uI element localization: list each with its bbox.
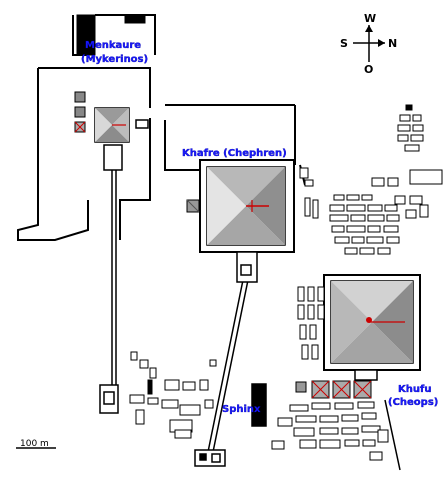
- mastaba-field-east: [304, 169, 443, 255]
- scale-label: 100 m: [20, 439, 49, 449]
- khafre-west-ruins: [299, 167, 314, 187]
- label-sphinx: Sphinx: [222, 404, 261, 415]
- enclosure-walls: [17, 14, 306, 241]
- khufu-pyramid: [330, 280, 414, 364]
- menkaure-temple: [103, 119, 149, 171]
- menkaure-valley-temple: [99, 384, 119, 414]
- compass-north: N: [388, 37, 397, 50]
- khafre-mortuary-temple: [236, 251, 258, 283]
- khafre-pyramid: [206, 166, 286, 246]
- mastaba-field-west-khufu: [297, 286, 325, 360]
- central-field-ruins: [129, 351, 217, 439]
- causeways: [111, 170, 401, 471]
- label-khufu-alt: (Cheops): [388, 397, 438, 408]
- label-khufu: Khufu: [398, 384, 431, 395]
- compass-south: S: [340, 37, 348, 50]
- khufu-mortuary-temple: [354, 369, 378, 381]
- compass-east: O: [364, 63, 373, 76]
- mastaba-field-south: [271, 401, 389, 461]
- compass-rose: W S N O: [340, 12, 397, 76]
- menkaure-pyramid: [94, 107, 130, 143]
- label-menkaure: Menkaure: [85, 40, 141, 51]
- label-menkaure-alt: (Mykerinos): [81, 54, 148, 65]
- queens-pyramids-khufu: [295, 380, 372, 399]
- scale-bar: 100 m: [16, 439, 56, 449]
- sphinx-complex: [194, 383, 267, 467]
- khafre-satellite: [186, 199, 200, 213]
- label-khafre: Khafre (Chephren): [182, 148, 287, 159]
- mortuary-block-upper: [76, 14, 146, 56]
- queens-pyramids-menkaure: [74, 91, 86, 133]
- mastaba-field-north-east: [397, 104, 424, 152]
- compass-west: W: [364, 12, 376, 25]
